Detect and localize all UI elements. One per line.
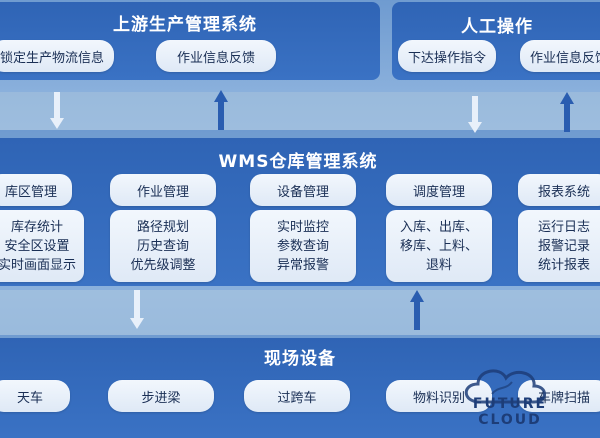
job-management-line-3: 优先级调整 — [130, 257, 196, 273]
job-management-line-2: 历史查询 — [136, 238, 189, 254]
lock-production-info-pill: 锁定生产物流信息 — [0, 40, 114, 72]
transfer-car-pill: 过跨车 — [244, 380, 350, 412]
up-arrow-field — [410, 290, 424, 330]
manual-operation-panel: 人工操作 下达操作指令 作业信息反馈 — [392, 2, 600, 80]
up-arrow-upstream — [214, 90, 228, 130]
module-head-job-management: 作业管理 — [110, 174, 216, 206]
equipment-management-line-2: 参数查询 — [276, 238, 329, 254]
module-head-report-system: 报表系统 — [518, 174, 600, 206]
report-system-line-1: 运行日志 — [537, 219, 590, 235]
upstream-feedback-pill: 作业信息反馈 — [156, 40, 276, 72]
dispatch-management-line-2: 移库、上料、 — [399, 238, 478, 254]
field-equipment-title: 现场设备 — [264, 349, 336, 369]
job-management-line-1: 路径规划 — [136, 219, 189, 235]
warehouse-area-line-3: 实时画面显示 — [0, 257, 76, 273]
equipment-management-line-1: 实时监控 — [276, 219, 329, 235]
down-arrow-upstream — [50, 92, 64, 129]
manual-operation-title: 人工操作 — [461, 17, 533, 37]
walking-beam-pill: 步进梁 — [108, 380, 214, 412]
warehouse-area-line-2: 安全区设置 — [4, 238, 70, 254]
down-arrow-manual — [468, 96, 482, 133]
module-body-dispatch-management: 入库、出库、 移库、上料、 退料 — [386, 210, 492, 282]
report-system-line-2: 报警记录 — [537, 238, 590, 254]
module-body-job-management: 路径规划 历史查询 优先级调整 — [110, 210, 216, 282]
crane-pill: 天车 — [0, 380, 70, 412]
report-system-line-3: 统计报表 — [537, 257, 590, 273]
cloud-icon — [464, 369, 546, 404]
upstream-system-title: 上游生产管理系统 — [113, 15, 257, 35]
down-arrow-field — [130, 290, 144, 329]
up-arrow-manual — [560, 92, 574, 132]
issue-command-pill: 下达操作指令 — [398, 40, 496, 72]
future-cloud-logo: FUTURE CLOUD — [440, 358, 580, 428]
module-head-dispatch-management: 调度管理 — [386, 174, 492, 206]
wms-title: WMS仓库管理系统 — [218, 152, 378, 172]
dispatch-management-line-1: 入库、出库、 — [399, 219, 478, 235]
module-head-warehouse-area: 库区管理 — [0, 174, 72, 206]
upstream-system-panel: 上游生产管理系统 锁定生产物流信息 作业信息反馈 — [0, 2, 380, 80]
wms-panel: WMS仓库管理系统 库区管理 库存统计 安全区设置 实时画面显示 作业管理 路径… — [0, 138, 600, 286]
dispatch-management-line-3: 退料 — [425, 257, 452, 273]
module-body-report-system: 运行日志 报警记录 统计报表 — [518, 210, 600, 282]
module-head-equipment-management: 设备管理 — [250, 174, 356, 206]
warehouse-area-line-1: 库存统计 — [10, 219, 63, 235]
plate-scan-pill: 车牌扫描 — [518, 380, 600, 412]
module-body-equipment-management: 实时监控 参数查询 异常报警 — [250, 210, 356, 282]
module-body-warehouse-area: 库存统计 安全区设置 实时画面显示 — [0, 210, 84, 282]
equipment-management-line-3: 异常报警 — [276, 257, 329, 273]
logo-text: FUTURE CLOUD — [472, 396, 548, 428]
manual-feedback-pill: 作业信息反馈 — [520, 40, 600, 72]
